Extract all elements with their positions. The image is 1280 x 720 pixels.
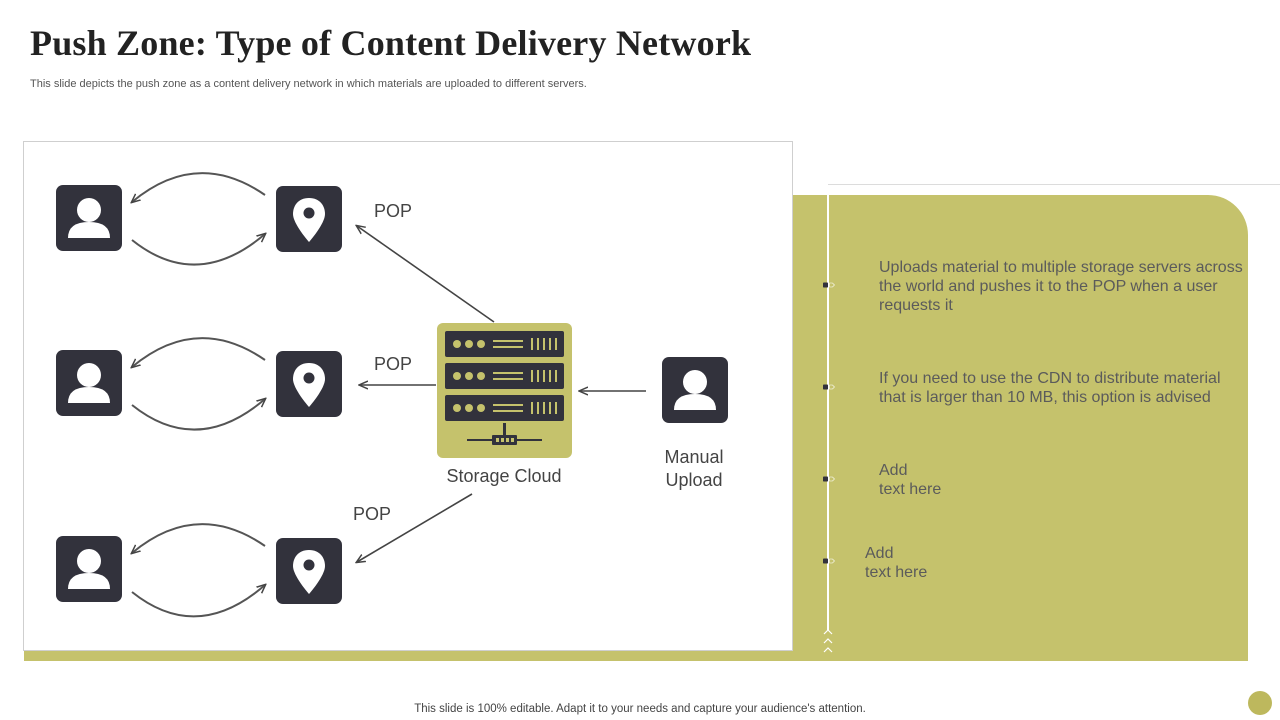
point-text: Add text here [865, 544, 1235, 582]
curved-arrow [132, 172, 266, 202]
user-icon [56, 350, 122, 416]
location-pin-icon [276, 351, 342, 417]
point-text-line: If you need to use the CDN to distribute… [879, 370, 1221, 387]
point-text-line: Add [865, 545, 894, 562]
point-text-line: text here [879, 481, 942, 498]
pop-label: POP [353, 504, 392, 524]
bullet-marker-icon [823, 558, 835, 564]
slide-title: Push Zone: Type of Content Delivery Netw… [30, 23, 752, 63]
point-text-line: Uploads material to multiple storage ser… [879, 259, 1243, 276]
curved-arrow [132, 337, 266, 367]
chevron-up-icon [823, 629, 833, 635]
slide-footer: This slide is 100% editable. Adapt it to… [414, 703, 866, 715]
slide-subtitle: This slide depicts the push zone as a co… [30, 78, 587, 90]
user-icon [56, 536, 122, 602]
user-icon [56, 185, 122, 251]
bullet-marker-icon [823, 384, 835, 390]
point-text-line: requests it [879, 297, 953, 314]
bullet-marker-icon [823, 282, 835, 288]
chevron-up-icon [823, 647, 833, 653]
chevron-up-icon [823, 638, 833, 644]
curved-arrow [132, 523, 266, 553]
location-pin-icon [276, 538, 342, 604]
point-text-line: the world and pushes it to the POP when … [879, 278, 1218, 295]
timeline-line [827, 185, 829, 630]
storage-cloud-label: Storage Cloud [446, 466, 562, 486]
server-rack-icon [437, 323, 572, 458]
curved-arrow [131, 585, 265, 618]
manual-upload-user-icon [662, 357, 728, 423]
point-text-line: text here [865, 564, 928, 581]
location-pin-icon [276, 186, 342, 252]
corner-accent-dot [1248, 691, 1272, 715]
curved-arrow [131, 234, 265, 266]
point-text: Uploads material to multiple storage ser… [879, 258, 1249, 315]
bullet-marker-icon [823, 476, 835, 482]
arrow-to-pop-top [357, 226, 495, 323]
manual-upload-label-line: Upload [665, 470, 723, 490]
points-panel [790, 195, 1248, 661]
point-text: Add text here [879, 461, 1249, 499]
pop-label: POP [374, 201, 413, 221]
curved-arrow [131, 399, 265, 431]
pop-label: POP [374, 354, 413, 374]
manual-upload-label: Manual Upload [644, 447, 744, 491]
divider-line [828, 184, 1280, 185]
manual-upload-label-line: Manual [664, 447, 724, 467]
point-text-line: that is larger than 10 MB, this option i… [879, 389, 1211, 406]
arrow-to-pop-bottom [357, 493, 473, 562]
point-text-line: Add [879, 462, 908, 479]
point-text: If you need to use the CDN to distribute… [879, 369, 1249, 407]
